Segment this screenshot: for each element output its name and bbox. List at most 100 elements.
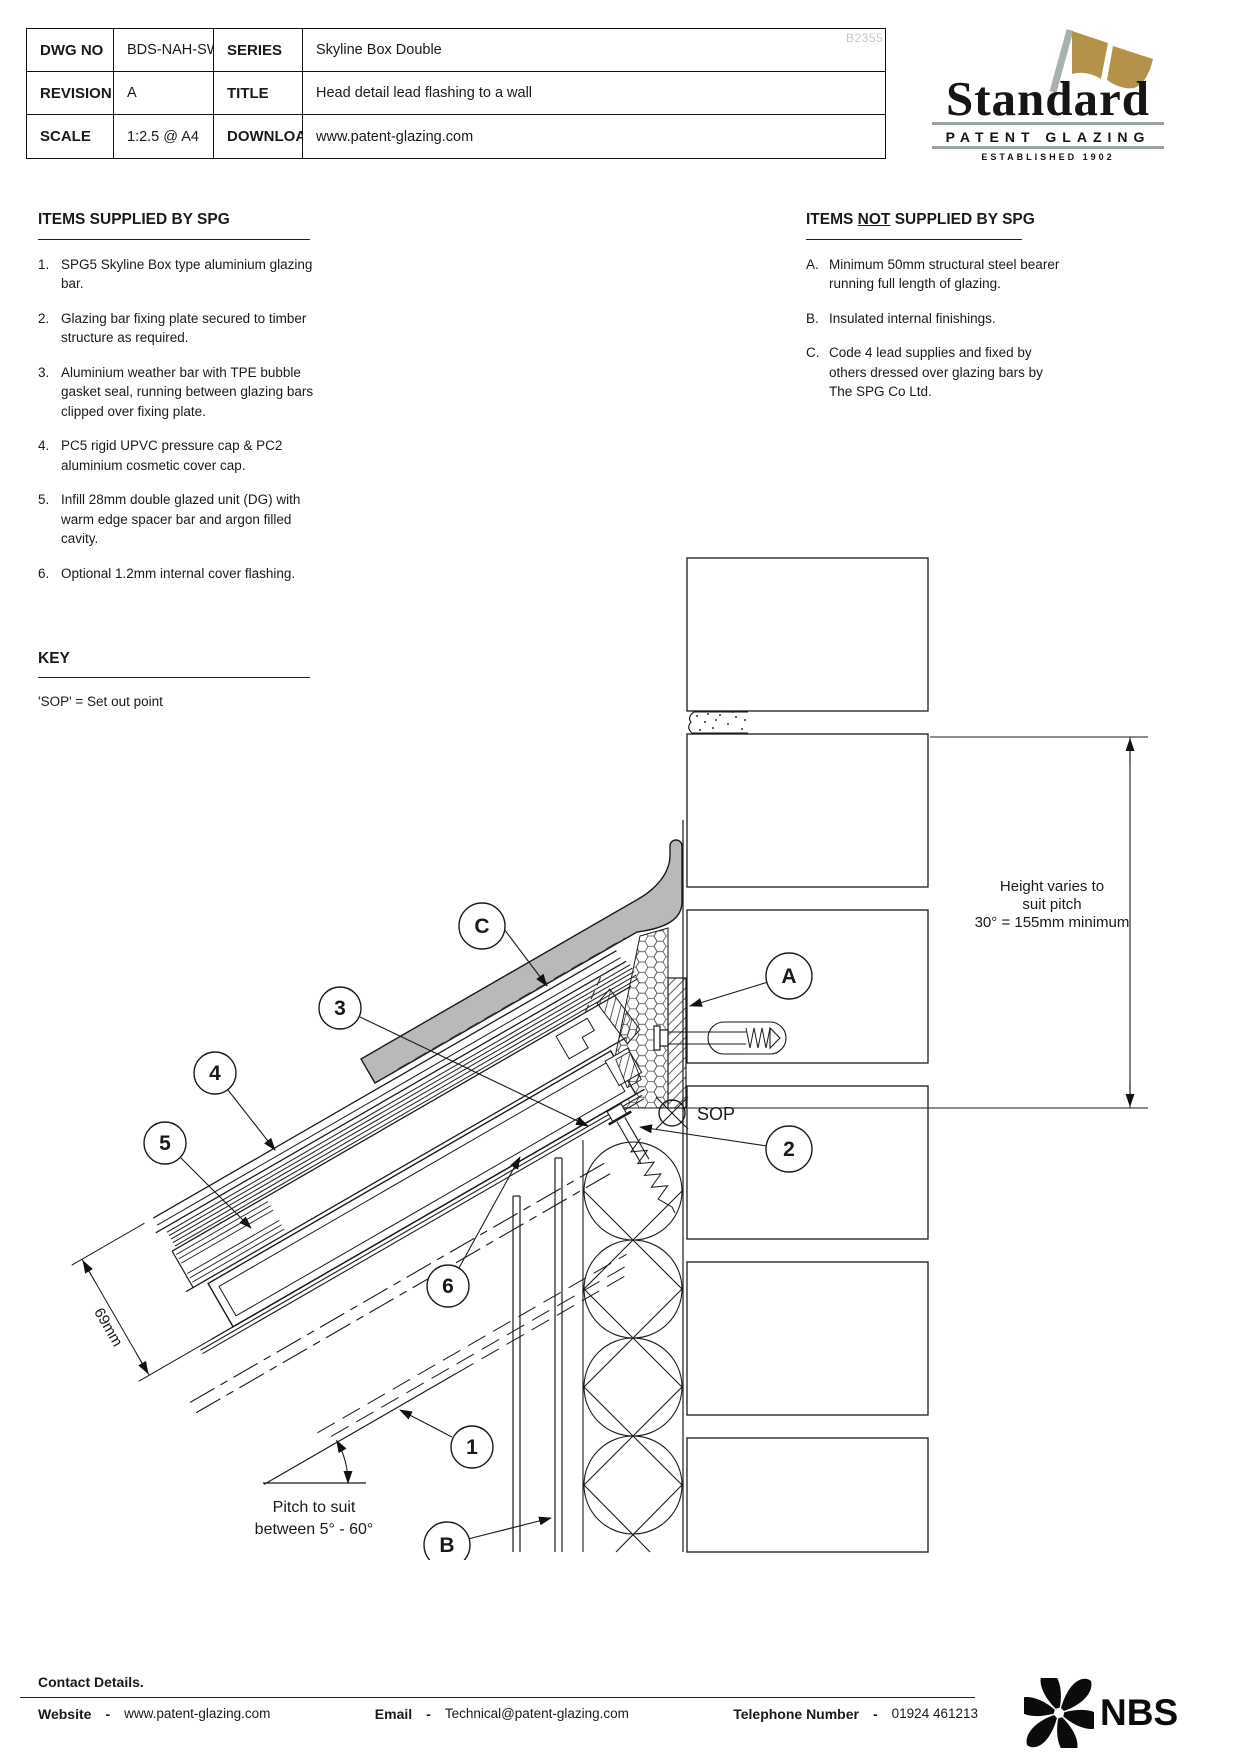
height-note-line3: 30° = 155mm minimum [975, 914, 1130, 931]
scale-label: SCALE [27, 115, 114, 158]
series-label: SERIES [214, 29, 303, 72]
wall-fixing-screw [653, 1021, 787, 1055]
nbs-logo: NBS [1024, 1678, 1178, 1748]
nbs-wordmark: NBS [1100, 1692, 1179, 1733]
title-label: TITLE [214, 72, 303, 115]
item-text: SPG5 Skyline Box type aluminium glazing … [61, 256, 313, 292]
item-text: Minimum 50mm structural steel bearer run… [829, 256, 1060, 292]
pressure-cap [152, 950, 627, 1234]
list-item: 6. Optional 1.2mm internal cover flashin… [38, 564, 328, 584]
dwg-no-value: BDS-NAH-SW1 [114, 29, 214, 72]
download-label: DOWNLOAD [214, 115, 303, 158]
contact-details-heading: Contact Details. [38, 1674, 144, 1690]
list-item: 1. SPG5 Skyline Box type aluminium glazi… [38, 255, 328, 294]
logo-name: Standard [945, 71, 1151, 126]
glazing-assembly: 69mm [71, 950, 645, 1485]
balloon-label: 3 [334, 997, 346, 1020]
balloon-label: C [474, 915, 489, 938]
height-note: Height varies to suit pitch 30° = 155mm … [975, 878, 1130, 931]
balloon-2: 2 [765, 1125, 813, 1173]
item-marker: 4. [38, 438, 50, 453]
heading-post: SUPPLIED BY SPG [890, 211, 1035, 228]
list-item: A. Minimum 50mm structural steel bearer … [806, 255, 1064, 294]
mortar-joint [688, 711, 748, 734]
sheet-watermark: B2355 [846, 31, 884, 45]
logo-subtitle: PATENT GLAZING [945, 129, 1151, 145]
separator: - [872, 1706, 878, 1722]
key-rule [38, 677, 310, 678]
logo-flag-icon [1049, 29, 1153, 93]
footer-rule [20, 1697, 975, 1698]
set-out-point-marker [655, 1096, 689, 1130]
leader-lines [180, 928, 769, 1540]
balloon-4: 4 [193, 1051, 237, 1095]
revision-value: A [114, 72, 214, 115]
balloon-B: B [423, 1521, 471, 1560]
contact-row: Website - www.patent-glazing.com Email -… [38, 1706, 978, 1722]
item-marker: 2. [38, 310, 50, 326]
balloon-label: 2 [783, 1138, 795, 1161]
dwg-no-label: DWG NO [27, 29, 114, 72]
website-value[interactable]: www.patent-glazing.com [124, 1706, 271, 1721]
items-supplied-section: ITEMS SUPPLIED BY SPG 1. SPG5 Skyline Bo… [38, 210, 328, 598]
lead-flashing [360, 839, 683, 1084]
pitch-annotation [263, 1439, 366, 1484]
item-marker: C. [806, 345, 820, 360]
email-label: Email [374, 1706, 413, 1722]
list-item: B. Insulated internal finishings. [806, 309, 1064, 329]
items-supplied-heading: ITEMS SUPPLIED BY SPG [38, 211, 230, 228]
height-note-line1: Height varies to [1000, 878, 1104, 895]
balloon-label: A [781, 965, 796, 988]
height-note-line2: suit pitch [1022, 896, 1081, 913]
items-not-supplied-heading: ITEMS NOT SUPPLIED BY SPG [806, 210, 1064, 230]
item-marker: 3. [38, 364, 50, 380]
heading-pre: ITEMS [806, 211, 858, 228]
gasket-seals [166, 964, 639, 1247]
item-marker: B. [806, 310, 819, 326]
separator: - [105, 1706, 111, 1722]
balloon-label: B [439, 1534, 454, 1557]
insulation-quilt [582, 1140, 683, 1553]
email-value[interactable]: Technical@patent-glazing.com [444, 1706, 629, 1721]
item-text: Aluminium weather bar with TPE bubble ga… [61, 364, 314, 419]
bar-depth-dimension [71, 1222, 212, 1382]
internal-cover-flashing [200, 1094, 645, 1355]
wall-bricks [686, 557, 929, 1553]
item-text: Optional 1.2mm internal cover flashing. [61, 565, 296, 581]
key-heading: KEY [38, 650, 70, 667]
items-not-supplied-section: ITEMS NOT SUPPLIED BY SPG A. Minimum 50m… [806, 210, 1064, 417]
balloon-label: 5 [159, 1132, 171, 1155]
download-url[interactable]: www.patent-glazing.com [316, 128, 474, 145]
steel-bearer-plate [667, 977, 687, 1109]
item-text: Code 4 lead supplies and fixed by others… [829, 345, 1043, 399]
list-item: 5. Infill 28mm double glazed unit (DG) w… [38, 490, 328, 549]
phone-value[interactable]: 01924 461213 [891, 1706, 978, 1721]
plate-fixing-screw [606, 1102, 676, 1214]
revision-label: REVISION [27, 72, 114, 115]
balloon-label: 4 [209, 1062, 221, 1085]
website-label: Website [38, 1706, 92, 1722]
list-item: 3. Aluminium weather bar with TPE bubble… [38, 363, 328, 422]
glazing-bar-box [207, 1050, 645, 1340]
item-text: PC5 rigid UPVC pressure cap & PC2 alumin… [61, 438, 283, 473]
balloon-6: 6 [426, 1264, 470, 1308]
balloon-3: 3 [318, 986, 362, 1030]
list-item: C. Code 4 lead supplies and fixed by oth… [806, 343, 1064, 402]
detail-drawing: 69mm SOP Height varies to suit pitch 30°… [71, 557, 1148, 1560]
pitch-note-line1: Pitch to suit [273, 1499, 356, 1516]
item-text: Glazing bar fixing plate secured to timb… [61, 310, 307, 346]
title-block-table: DWG NO BDS-NAH-SW1 SERIES Skyline Box Do… [26, 28, 886, 159]
balloon-label: 1 [466, 1436, 478, 1459]
series-value: Skyline Box Double [303, 29, 885, 72]
scale-value: 1:2.5 @ A4 [114, 115, 214, 158]
key-section: KEY 'SOP' = Set out point [38, 650, 328, 709]
balloon-A: A [765, 952, 813, 1000]
separator: - [426, 1706, 431, 1722]
company-logo: Standard PATENT GLAZING ESTABLISHED 1902 [920, 16, 1176, 164]
items-not-supplied-rule [806, 238, 1022, 240]
key-entry: 'SOP' = Set out point [38, 694, 163, 709]
balloon-1: 1 [450, 1425, 494, 1469]
item-marker: 6. [38, 565, 50, 581]
logo-rule-bottom [932, 146, 1164, 149]
title-value: Head detail lead flashing to a wall [303, 72, 885, 115]
